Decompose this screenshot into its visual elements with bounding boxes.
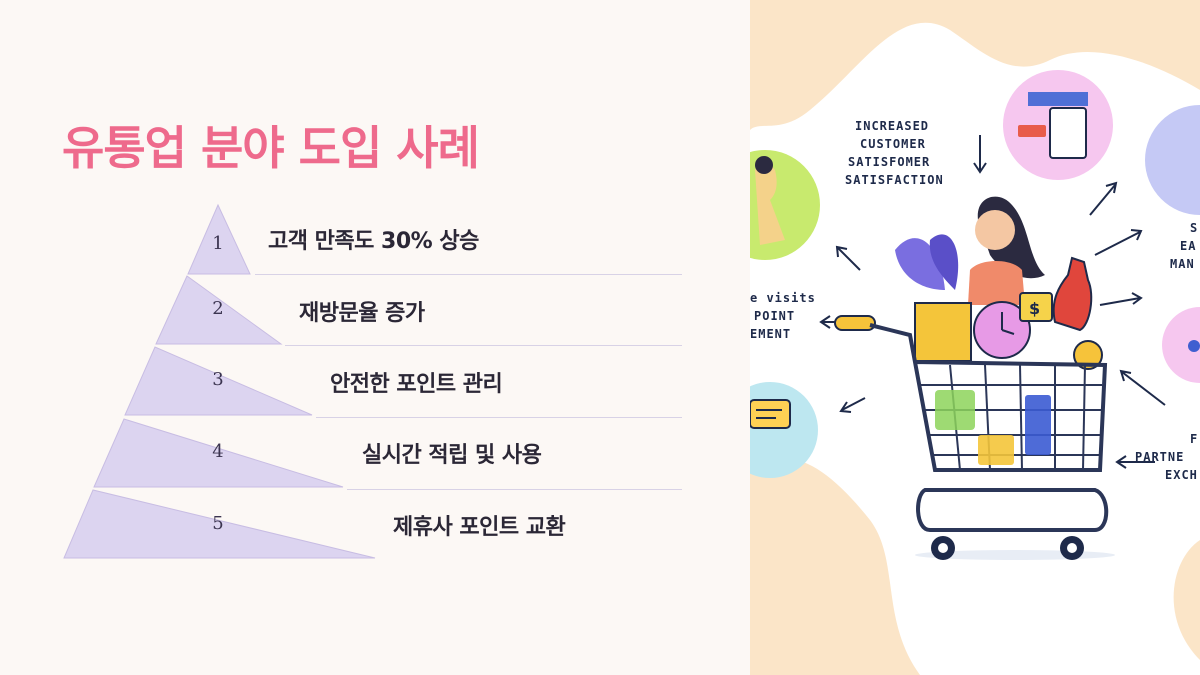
right-top-circle [1145,105,1200,215]
slide-title: 유통업 분야 도입 사례 [62,121,480,175]
cart-item-green [935,390,975,430]
dollar-symbol: $ [1029,299,1040,318]
partner-exchange-label: F PARTNE EXCH [1135,432,1200,482]
tier-label-4: 실시간 적립 및 사용 [362,443,542,468]
arrow-icon [1089,181,1118,216]
pyramid-tier-2-shape [155,275,283,345]
woman-face [975,210,1015,250]
tier-divider-2 [285,345,682,346]
shopping-cart-illustration: INCREASED CUSTOMER SATISFOMER SATISFACTI… [750,0,1200,675]
tier-number-3: 3 [212,369,224,390]
cart-handle [834,315,876,331]
right-mid-circle [1162,307,1200,383]
tier-label-2: 재방문율 증가 [299,301,425,326]
right-top-label: S EA MAN [1170,221,1200,271]
tier-label-5: 제휴사 포인트 교환 [393,515,566,540]
chat-bubble-icon [750,399,791,429]
shopping-cart-icon [834,315,1115,560]
pyramid-tier-5-shape [63,489,376,559]
tier-number-2: 2 [212,298,224,319]
flow-arrows [819,135,1166,469]
increased-satisfaction-label: INCREASED CUSTOMER SATISFOMER SATISFACTI… [845,119,944,187]
illustration-canvas: INCREASED CUSTOMER SATISFOMER SATISFACTI… [750,0,1200,675]
person-figure-left [755,162,785,245]
arrow-icon [1099,292,1143,306]
ketchup-bottle-icon [1052,256,1093,332]
visits-point-label: e visits POINT EMENT [750,291,824,341]
yellow-box-icon [914,302,972,362]
tier-label-1: 고객 만족도 30% 상승 [268,229,479,254]
left-chat-circle [750,382,818,478]
person-head-left [755,156,773,174]
tier-number-1: 1 [212,233,224,254]
store-receipt-icon [1049,107,1087,159]
coin-icon [1073,340,1103,370]
dollar-card-icon [1019,292,1053,322]
cart-wheel [938,543,948,553]
pyramid-tier-3-shape [124,346,313,416]
store-tray-icon [1018,125,1046,137]
cart-item-blue [1025,395,1051,455]
tier-number-4: 4 [212,441,224,462]
tier-divider-3 [316,417,682,418]
pyramid-tier-1-shape [187,203,251,275]
cart-frame [869,323,1108,472]
background-blob-bottom [750,458,920,675]
pyramid-shapes [63,203,376,559]
cart-base [916,488,1109,532]
pyramid-diagram: 1 2 3 4 5 고객 만족도 30% 상승 재방문율 증가 안전한 포인트 … [63,203,682,559]
arrow-icon [973,135,987,174]
arrow-icon [1094,229,1143,256]
woman-shirt [968,261,1025,305]
plant-leaf-icon [929,234,959,290]
store-awning-icon [1028,92,1088,106]
tier-divider-4 [347,489,682,490]
clock-hand [1001,329,1015,335]
pyramid-tier-4-shape [93,418,344,488]
tier-divider-1 [255,274,682,275]
arrow-icon [1115,455,1155,469]
cart-wheel [1067,543,1077,553]
arrow-icon [835,245,861,271]
tier-number-5: 5 [212,513,224,534]
background-blob-right [1173,540,1200,660]
right-mid-dot [1188,340,1200,352]
arrow-icon [1119,369,1166,406]
tier-label-3: 안전한 포인트 관리 [330,372,503,397]
cart-item-yellow [978,435,1014,465]
background-blob-top [750,0,1200,130]
arrow-icon [839,397,866,413]
